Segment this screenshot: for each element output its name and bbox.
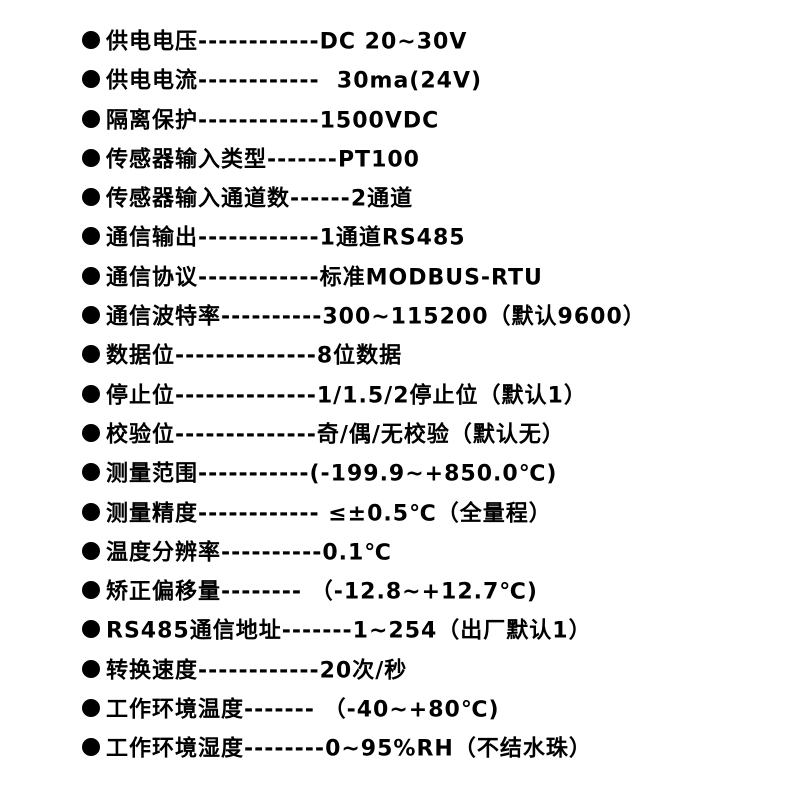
spec-conversion-speed: 转换速度------------20次/秒 [82,651,782,690]
spec-isolation: 隔离保护------------1500VDC [82,101,782,140]
spec-value: （-40~+80℃) [323,697,500,723]
spec-operating-humidity: 工作环境湿度--------0~95%RH（不结水珠） [82,729,782,768]
bullet-icon [82,188,100,207]
spec-comm-protocol: 通信协议------------标准MODBUS-RTU [82,258,782,297]
spec-measure-accuracy: 测量精度------------ ≤±0.5℃（全量程） [82,494,782,533]
spec-label: 工作环境湿度 [106,736,245,762]
spec-separator: ------------ [198,265,320,291]
spec-separator: -------------- [175,422,317,448]
bullet-icon [82,31,100,49]
bullet-icon [82,423,100,442]
spec-sensor-channels: 传感器输入通道数------2通道 [82,179,782,218]
bullet-icon [82,148,100,167]
bullet-icon [82,502,100,521]
spec-separator: ------ [290,186,351,212]
spec-separator: ------------ [198,500,329,526]
spec-label: 转换速度 [106,658,199,684]
bullet-icon [82,541,100,560]
spec-label: 隔离保护 [106,107,199,133]
bullet-icon [82,738,100,757]
spec-value: （-12.8~+12.7℃) [310,579,538,605]
bullet-icon [82,345,100,364]
spec-label: 测量精度 [106,500,199,526]
spec-separator: ------- [281,618,353,644]
spec-supply-voltage: 供电电压------------DC 20~30V [82,22,782,61]
spec-rs485-address: RS485通信地址-------1~254（出厂默认1） [82,611,782,650]
spec-separator: -------------- [175,383,317,409]
spec-label: RS485通信地址 [106,618,282,644]
spec-stop-bits: 停止位--------------1/1.5/2停止位（默认1） [82,376,782,415]
spec-label: 矫正偏移量 [106,579,222,605]
spec-value: 1/1.5/2停止位（默认1） [316,383,587,409]
spec-label: 工作环境温度 [106,697,245,723]
spec-value: DC 20~30V [319,29,468,55]
spec-value: (-199.9~+850.0℃) [309,461,558,487]
spec-offset-correction: 矫正偏移量-------- （-12.8~+12.7℃) [82,572,782,611]
spec-separator: ----------- [198,461,310,487]
spec-value: PT100 [337,147,420,173]
bullet-icon [82,109,100,128]
spec-label: 测量范围 [106,461,199,487]
spec-data-bits: 数据位--------------8位数据 [82,336,782,375]
spec-list: 供电电压------------DC 20~30V 供电电流----------… [82,22,782,769]
spec-value: 1~254（出厂默认1） [352,618,592,644]
spec-separator: ------------ [198,68,329,94]
spec-separator: ------- [267,147,338,173]
bullet-icon [82,227,100,246]
spec-value: 0~95%RH（不结水珠） [325,736,592,762]
spec-comm-output: 通信输出------------1通道RS485 [82,218,782,257]
spec-separator: ------------ [198,225,320,251]
spec-label: 通信输出 [106,225,199,251]
spec-separator: -------- [221,579,311,605]
spec-value: 1通道RS485 [319,225,466,251]
bullet-icon [82,70,100,89]
spec-value: 20次/秒 [319,658,408,684]
spec-value: 1500VDC [319,107,440,133]
spec-separator: ---------- [221,304,323,330]
spec-label: 传感器输入类型 [106,147,268,173]
spec-separator: ------------ [198,107,320,133]
spec-value: 奇/偶/无校验（默认无） [316,422,565,448]
spec-value: ≤±0.5℃（全量程） [328,500,552,526]
spec-separator: -------- [244,736,326,762]
spec-parity: 校验位--------------奇/偶/无校验（默认无） [82,415,782,454]
bullet-icon [82,266,100,285]
bullet-icon [82,659,100,678]
spec-value: 标准MODBUS-RTU [319,265,543,291]
spec-separator: ---------- [221,540,323,566]
spec-separator: -------------- [175,343,317,369]
spec-label: 传感器输入通道数 [106,186,291,212]
spec-label: 供电电压 [106,29,199,55]
spec-operating-temperature: 工作环境温度------- （-40~+80℃) [82,690,782,729]
spec-sensor-type: 传感器输入类型-------PT100 [82,140,782,179]
spec-label: 停止位 [106,383,176,409]
spec-measure-range: 测量范围-----------(-199.9~+850.0℃) [82,454,782,493]
spec-resolution: 温度分辨率----------0.1℃ [82,533,782,572]
bullet-icon [82,620,100,639]
spec-label: 校验位 [106,422,176,448]
spec-value: 0.1℃ [322,540,392,566]
bullet-icon [82,384,100,403]
spec-label: 数据位 [106,343,176,369]
spec-label: 通信协议 [106,265,199,291]
spec-value: 30ma(24V) [328,68,483,94]
spec-supply-current: 供电电流------------ 30ma(24V) [82,61,782,100]
spec-value: 8位数据 [316,343,403,369]
spec-value: 2通道 [350,186,414,212]
spec-label: 供电电流 [106,68,199,94]
bullet-icon [82,463,100,482]
bullet-icon [82,699,100,718]
spec-separator: ------------ [198,29,320,55]
bullet-icon [82,581,100,600]
spec-separator: ------------ [198,658,320,684]
bullet-icon [82,306,100,325]
spec-separator: ------- [244,697,324,723]
spec-label: 通信波特率 [106,304,222,330]
spec-baud-rate: 通信波特率----------300~115200（默认9600） [82,297,782,336]
spec-value: 300~115200（默认9600） [322,304,646,330]
spec-label: 温度分辨率 [106,540,222,566]
